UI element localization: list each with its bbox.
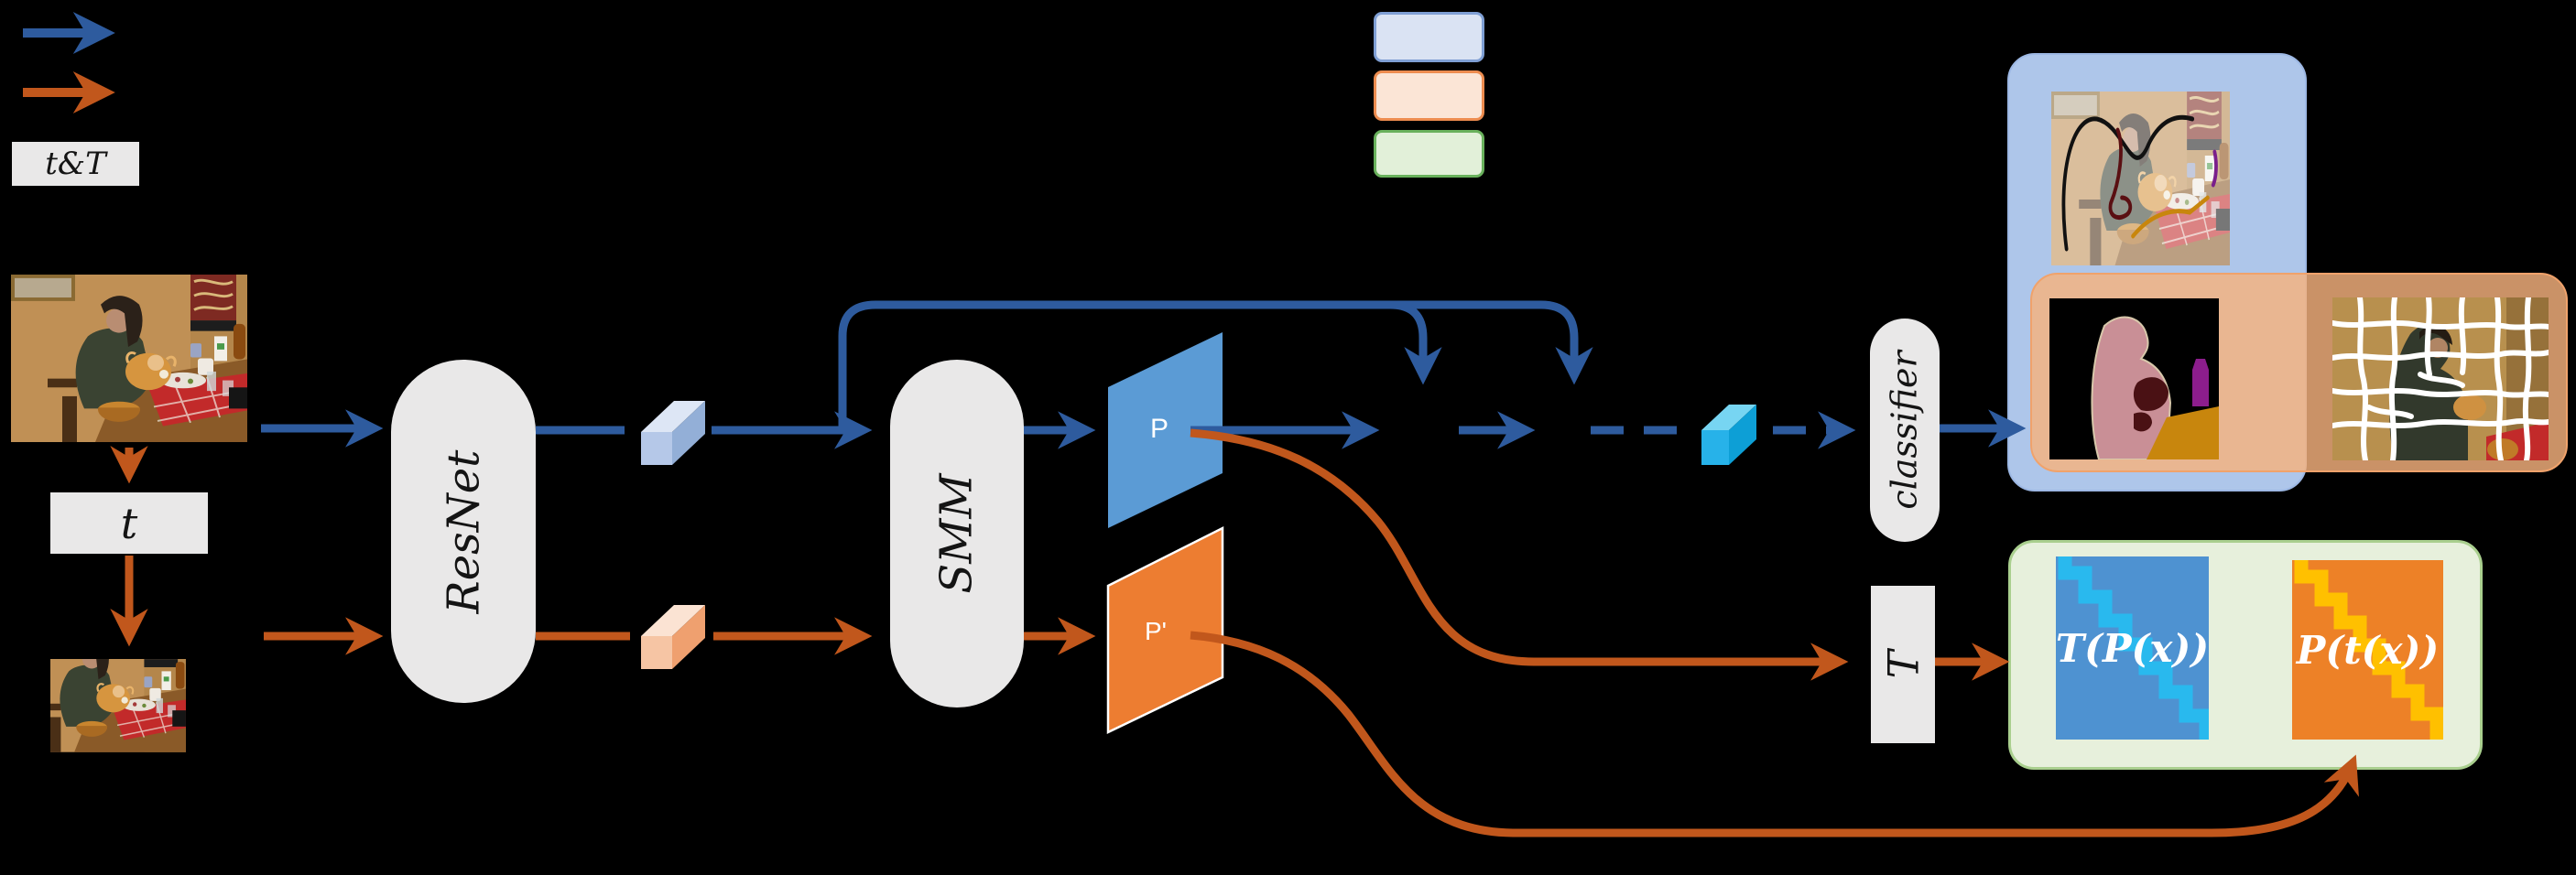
skip-connection-branch xyxy=(1389,300,1442,385)
prediction-map-P xyxy=(1108,332,1223,528)
smm-node: SMM xyxy=(890,360,1024,708)
transform-T-node: T xyxy=(1871,586,1935,743)
smm-label: SMM xyxy=(931,473,983,594)
superpixel-image xyxy=(2332,297,2549,460)
scribble-annotation-image xyxy=(2051,92,2230,265)
legend-swatch-green xyxy=(1374,130,1484,178)
matrix-T-P-x: T(P(x)) xyxy=(2056,556,2209,740)
legend-transform-label-box: t&T xyxy=(12,142,139,186)
classifier-label: classifier xyxy=(1885,351,1925,510)
prediction-P-label: P xyxy=(1150,414,1169,444)
prediction-P-prime-label: P' xyxy=(1145,617,1168,645)
resnet-label: ResNet xyxy=(438,449,489,613)
segmentation-output-image xyxy=(2049,298,2219,459)
curve-P-to-T xyxy=(1190,428,1849,681)
refined-feature-cube-cyan xyxy=(1701,405,1756,465)
legend-swatch-blue xyxy=(1374,12,1484,62)
feature-cube-blue xyxy=(641,401,705,465)
matrix-T-P-x-label: T(P(x)) xyxy=(2056,625,2209,671)
transform-t-node: t xyxy=(50,492,208,554)
resnet-node: ResNet xyxy=(391,360,536,703)
skip-connection-line xyxy=(838,300,1593,430)
legend-transform-label: t&T xyxy=(45,146,106,182)
transform-t-label: t xyxy=(120,498,138,548)
prediction-map-P-prime xyxy=(1106,525,1224,734)
classifier-node: classifier xyxy=(1870,319,1940,542)
curve-P-prime-to-matrix xyxy=(1190,631,2359,837)
superpixel-mesh xyxy=(2332,297,2549,460)
transform-T-label: T xyxy=(1878,650,1928,679)
matrix-P-t-x: P(t(x)) xyxy=(2292,560,2443,740)
matrix-P-t-x-label: P(t(x)) xyxy=(2296,627,2440,673)
feature-cube-orange xyxy=(641,605,705,669)
legend-swatch-orange xyxy=(1374,70,1484,121)
